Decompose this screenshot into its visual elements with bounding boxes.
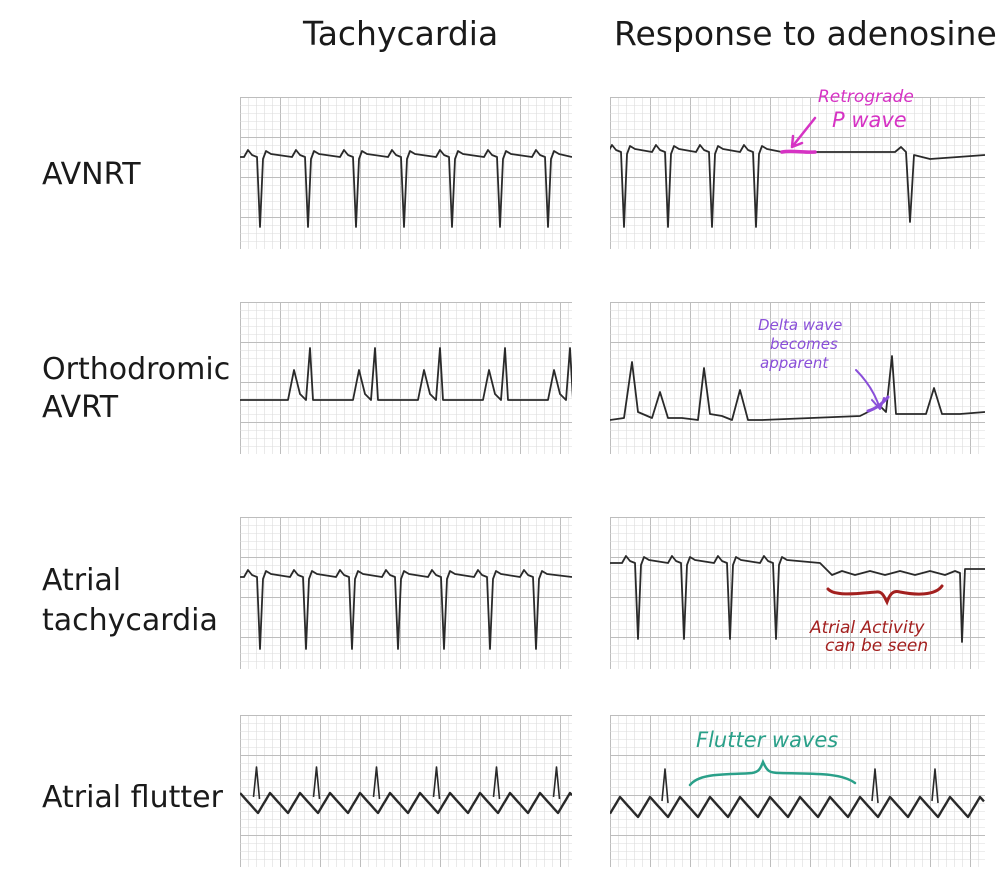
annotation-atrial-activity: Atrial Activity can be seen [809, 584, 944, 656]
annotation-retrograde-line2: P wave [832, 108, 907, 132]
ecg-trace [432, 766, 441, 800]
ecg-trace [312, 766, 321, 800]
annotation-retrograde-arrow [790, 116, 817, 149]
ecg-strip-flutter-adenosine [610, 715, 985, 867]
annotation-retrograde-highlight [780, 149, 817, 154]
column-header-tachycardia: Tachycardia [303, 14, 499, 53]
ecg-strip-avrt-adenosine [610, 302, 985, 454]
ecg-strip-avrt-tachycardia [240, 302, 572, 454]
annotation-flutter-waves: Flutter waves [688, 728, 857, 787]
row-label-atrial-flutter: Atrial flutter [42, 780, 223, 815]
annotation-delta-highlight [866, 395, 890, 413]
annotation-atrial-brace [826, 584, 944, 606]
annotation-atrial-line1: Atrial Activity [809, 618, 925, 638]
ecg-trace [492, 766, 501, 800]
annotation-flutter-line1: Flutter waves [696, 728, 838, 752]
column-header-adenosine-response: Response to adenosine [614, 14, 997, 53]
ecg-trace [871, 768, 879, 804]
ecg-trace [552, 766, 561, 800]
annotation-delta-wave: Delta wave becomes apparent [758, 316, 890, 413]
annotation-atrial-line2: can be seen [825, 636, 928, 656]
ecg-trace [240, 347, 572, 401]
row-label-avnrt: AVNRT [42, 157, 141, 192]
annotation-retrograde-line1: Retrograde [818, 87, 914, 107]
ecg-trace [252, 766, 261, 800]
ecg-grid [240, 302, 572, 454]
ecg-strip-atrial-tach-adenosine [610, 517, 985, 669]
row-label-atrial-tach-line2: tachycardia [42, 603, 218, 638]
row-label-avrt-line1: Orthodromic [42, 352, 231, 387]
row-label-atrial-tach-line1: Atrial [42, 563, 122, 598]
ecg-strip-avnrt-tachycardia [240, 97, 572, 249]
ecg-grid [610, 302, 985, 454]
row-label-avrt-line2: AVRT [42, 390, 119, 425]
ecg-trace [240, 791, 572, 815]
ecg-trace [610, 144, 985, 228]
ecg-trace [610, 355, 985, 421]
ecg-strip-avnrt-adenosine [610, 97, 985, 249]
annotation-delta-line1: Delta wave [758, 316, 842, 334]
ecg-grid [240, 715, 572, 867]
ecg-strip-flutter-tachycardia [240, 715, 572, 867]
ecg-trace [372, 766, 381, 800]
ecg-trace [610, 555, 985, 643]
ecg-grid [610, 97, 985, 249]
annotation-flutter-brace [688, 758, 857, 787]
ecg-trace [931, 768, 939, 804]
ecg-trace [240, 149, 572, 228]
ecg-grid [240, 517, 572, 669]
ecg-trace [240, 569, 572, 650]
ecg-trace [661, 768, 669, 804]
ecg-trace [610, 795, 985, 819]
ecg-grid [610, 715, 985, 867]
annotation-delta-line2: becomes [770, 335, 838, 353]
annotation-delta-line3: apparent [760, 354, 829, 372]
ecg-strip-atrial-tach-tachycardia [240, 517, 572, 669]
annotation-retrograde-p-wave: Retrograde P wave [780, 87, 914, 154]
